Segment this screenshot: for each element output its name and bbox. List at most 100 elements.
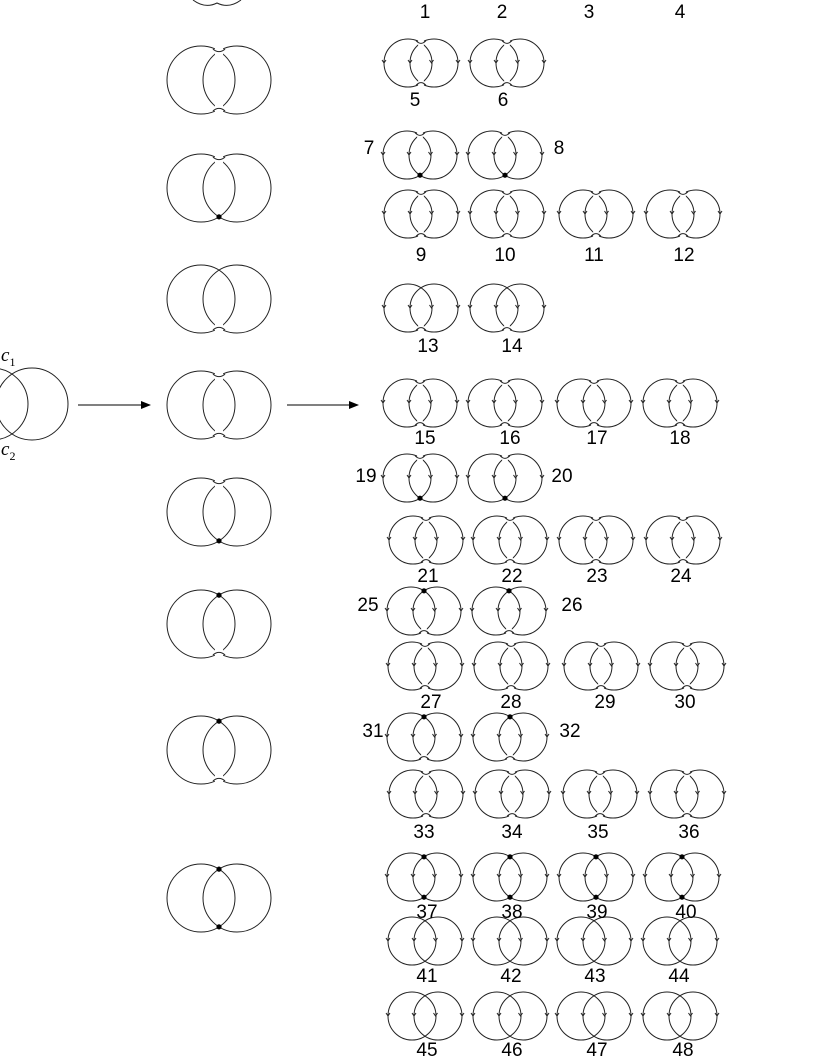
orientation-tick bbox=[385, 1012, 391, 1017]
config-7 bbox=[380, 130, 460, 180]
config-number-label: 43 bbox=[584, 966, 605, 987]
config-21 bbox=[386, 515, 466, 565]
config-number-label: 39 bbox=[586, 902, 607, 923]
orientation-tick bbox=[470, 536, 476, 541]
tangency-dot bbox=[216, 538, 222, 544]
orientation-tick bbox=[716, 873, 722, 878]
config-42 bbox=[470, 916, 550, 966]
source-pair bbox=[0, 367, 69, 441]
orientation-tick bbox=[518, 733, 523, 738]
orientation-tick bbox=[458, 733, 464, 738]
config-number-label: 48 bbox=[672, 1040, 693, 1058]
config-36 bbox=[647, 769, 727, 819]
orientation-tick bbox=[691, 210, 696, 215]
orientation-tick bbox=[647, 790, 653, 795]
config-number-label: 23 bbox=[586, 566, 607, 587]
orientation-tick bbox=[518, 536, 523, 541]
config-number-label: 19 bbox=[355, 466, 376, 487]
orientation-tick bbox=[561, 662, 567, 667]
tangency-dot bbox=[216, 718, 222, 724]
config-12 bbox=[643, 189, 723, 239]
orientation-tick bbox=[470, 733, 476, 738]
config-14 bbox=[467, 283, 547, 333]
curve-label-c1: c1 bbox=[1, 345, 15, 369]
orientation-tick bbox=[380, 151, 386, 156]
orientation-tick bbox=[513, 151, 518, 156]
config-number-label: 27 bbox=[420, 692, 441, 713]
config-30 bbox=[647, 641, 727, 691]
orientation-tick bbox=[497, 662, 503, 667]
source-circle-pair bbox=[0, 367, 69, 441]
orientation-tick bbox=[541, 210, 547, 215]
orientation-tick bbox=[454, 399, 460, 404]
config-26 bbox=[469, 586, 549, 636]
orientation-tick bbox=[491, 474, 497, 479]
config-number-label: 18 bbox=[669, 428, 690, 449]
config-number-label: 9 bbox=[416, 245, 427, 266]
orientation-tick bbox=[517, 607, 522, 612]
orientation-tick bbox=[721, 662, 727, 667]
config-number-label: 34 bbox=[501, 822, 523, 843]
config-number-label: 37 bbox=[416, 902, 437, 923]
orientation-tick bbox=[609, 662, 614, 667]
orientation-tick bbox=[380, 474, 386, 479]
orientation-tick bbox=[386, 790, 392, 795]
orientation-tick bbox=[717, 210, 723, 215]
tangency-dot bbox=[507, 714, 513, 720]
orientation-tick bbox=[518, 937, 523, 942]
config-number-label: 7 bbox=[364, 138, 375, 159]
config-number-label: 24 bbox=[670, 566, 692, 587]
orientation-tick bbox=[554, 1012, 560, 1017]
config-number-label: 46 bbox=[501, 1040, 522, 1058]
config-17 bbox=[554, 378, 634, 428]
orientation-tick bbox=[587, 662, 593, 667]
config-number-label: 22 bbox=[501, 566, 522, 587]
config-number-label: 2 bbox=[497, 2, 508, 23]
orientation-tick bbox=[546, 790, 552, 795]
tangency-dot bbox=[679, 854, 685, 860]
orientation-tick bbox=[544, 873, 550, 878]
orientation-tick bbox=[412, 790, 418, 795]
orientation-tick bbox=[493, 304, 499, 309]
orientation-tick bbox=[673, 790, 679, 795]
curve-label-c2-subscript: 2 bbox=[9, 449, 15, 463]
orientation-tick bbox=[470, 873, 476, 878]
orientation-tick bbox=[541, 59, 547, 64]
orientation-tick bbox=[428, 151, 433, 156]
tangency-dot bbox=[417, 495, 423, 501]
config-24 bbox=[643, 515, 723, 565]
tangency-dot bbox=[506, 588, 512, 594]
orientation-tick bbox=[467, 304, 473, 309]
orientation-tick bbox=[666, 1012, 672, 1017]
orientation-tick bbox=[691, 536, 696, 541]
orientation-tick bbox=[496, 873, 502, 878]
config-number-label: 41 bbox=[416, 966, 437, 987]
config-number-label: 14 bbox=[501, 336, 523, 357]
orientation-tick bbox=[385, 937, 391, 942]
config-15 bbox=[380, 378, 460, 428]
orientation-tick bbox=[471, 662, 477, 667]
orientation-tick bbox=[454, 474, 460, 479]
orientation-tick bbox=[643, 210, 649, 215]
orientation-tick bbox=[465, 151, 471, 156]
tangency-dot bbox=[421, 854, 427, 860]
orientation-tick bbox=[580, 1012, 586, 1017]
config-number-label: 11 bbox=[584, 245, 604, 266]
orientation-tick bbox=[434, 536, 439, 541]
orientation-tick bbox=[432, 873, 437, 878]
middle-config-7 bbox=[166, 715, 272, 785]
orientation-tick bbox=[582, 536, 588, 541]
orientation-tick bbox=[496, 1012, 502, 1017]
middle-config-2 bbox=[166, 153, 272, 223]
config-number-label: 1 bbox=[420, 2, 431, 23]
config-35 bbox=[560, 769, 640, 819]
orientation-tick bbox=[582, 873, 588, 878]
curve-label-c1-letter: c bbox=[1, 345, 10, 366]
tangency-dot bbox=[502, 172, 508, 178]
config-number-label: 42 bbox=[500, 966, 521, 987]
orientation-tick bbox=[602, 399, 607, 404]
config-number-label: 25 bbox=[357, 595, 378, 616]
orientation-tick bbox=[647, 662, 653, 667]
